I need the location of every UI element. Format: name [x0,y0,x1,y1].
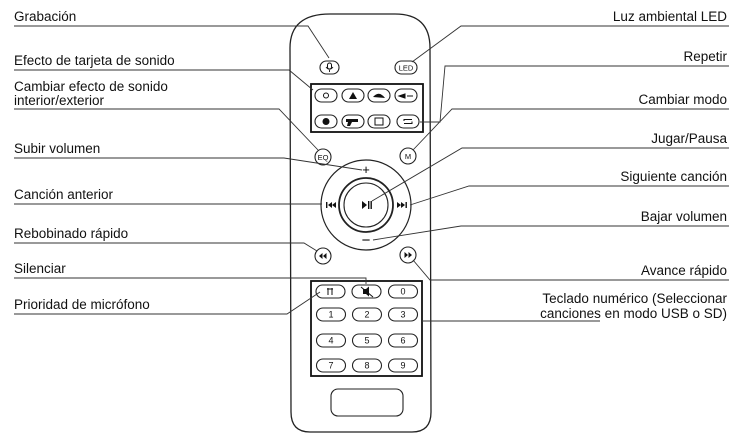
rewind-icon [319,253,327,259]
number-key-2[interactable]: 2 [351,307,383,322]
sound-card-effect-group [310,83,424,133]
number-key-3[interactable]: 3 [387,307,419,322]
number-key-8[interactable]: 8 [351,358,383,373]
number-key-label: 7 [328,361,333,371]
number-key-label: 4 [328,336,333,346]
repeat-button[interactable] [396,114,420,129]
number-key-label: 8 [364,361,369,371]
mic-priority-button[interactable] [315,284,346,299]
sound-effect-button-1[interactable] [314,88,338,103]
next-song-button[interactable] [397,202,407,208]
label-efecto-tarjeta: Efecto de tarjeta de sonido [14,53,175,68]
label-avance-rapido: Avance rápido [641,263,727,278]
label-teclado-line2: canciones en modo USB o SD) [540,306,727,321]
sound-effect-button-5[interactable] [314,114,338,129]
label-prioridad-microfono: Prioridad de micrófono [14,297,150,312]
label-subir-volumen: Subir volumen [14,141,100,156]
skip-next-icon [397,202,407,208]
sound-effect-button-3[interactable] [367,88,391,103]
mode-button-label: M [405,152,411,161]
label-bajar-volumen: Bajar volumen [641,209,727,224]
play-pause-button[interactable] [362,201,372,209]
mute-button[interactable] [351,284,382,299]
number-key-1[interactable]: 1 [315,307,347,322]
number-key-6[interactable]: 6 [387,333,419,348]
led-button[interactable]: LED [394,60,418,75]
label-cambiar-modo: Cambiar modo [638,92,727,107]
sound-effect-button-4[interactable] [394,88,418,103]
label-luz-led: Luz ambiental LED [613,9,727,24]
number-key-label: 0 [400,287,405,297]
eq-button-label: EQ [318,153,329,162]
label-rebobinado: Rebobinado rápido [14,226,128,241]
number-key-0[interactable]: 0 [387,284,419,299]
mute-icon [360,286,374,298]
label-silenciar: Silenciar [14,261,66,276]
sound-effect-button-7[interactable] [367,114,391,129]
label-cambiar-efecto-line2: interior/exterior [14,93,105,108]
number-key-label: 1 [328,310,333,320]
fast-forward-icon [404,252,412,258]
label-jugar-pausa: Jugar/Pausa [651,131,727,146]
number-key-label: 2 [364,310,369,320]
microphone-icon [325,62,334,72]
callout-lines [14,25,729,322]
number-key-4[interactable]: 4 [315,333,347,348]
sound-effect-button-6[interactable] [341,114,365,129]
mic-priority-icon [327,288,333,295]
volume-down-button[interactable]: − [362,232,371,249]
number-key-9[interactable]: 9 [387,358,419,373]
previous-song-button[interactable] [326,202,336,208]
skip-previous-icon [326,202,336,208]
mode-button[interactable]: M [399,147,417,165]
eq-button[interactable]: EQ [314,148,332,166]
repeat-icon [403,119,413,124]
numeric-keypad-group [310,280,423,377]
number-key-label: 3 [400,310,405,320]
fast-forward-button[interactable] [399,246,417,264]
number-keys: 0 1 2 3 4 5 6 7 8 9 [315,284,419,373]
rewind-button[interactable] [314,247,332,265]
label-repetir: Repetir [683,49,727,64]
label-cancion-anterior: Canción anterior [14,187,114,202]
label-grabacion: Grabación [14,9,76,24]
label-siguiente-cancion: Siguiente canción [620,169,727,184]
number-key-label: 5 [364,336,369,346]
play-pause-icon [362,201,372,209]
number-key-7[interactable]: 7 [315,358,347,373]
number-key-label: 6 [400,336,405,346]
number-key-label: 9 [400,361,405,371]
label-cambiar-efecto-line1: Cambiar efecto de sonido [14,79,168,94]
label-teclado-line1: Teclado numérico (Seleccionar [542,291,727,306]
volume-up-button[interactable]: + [362,162,370,177]
bottom-pad [330,388,404,417]
sound-effect-button-2[interactable] [341,88,365,103]
number-key-5[interactable]: 5 [351,333,383,348]
led-button-label: LED [399,64,414,73]
record-button[interactable] [319,60,340,75]
